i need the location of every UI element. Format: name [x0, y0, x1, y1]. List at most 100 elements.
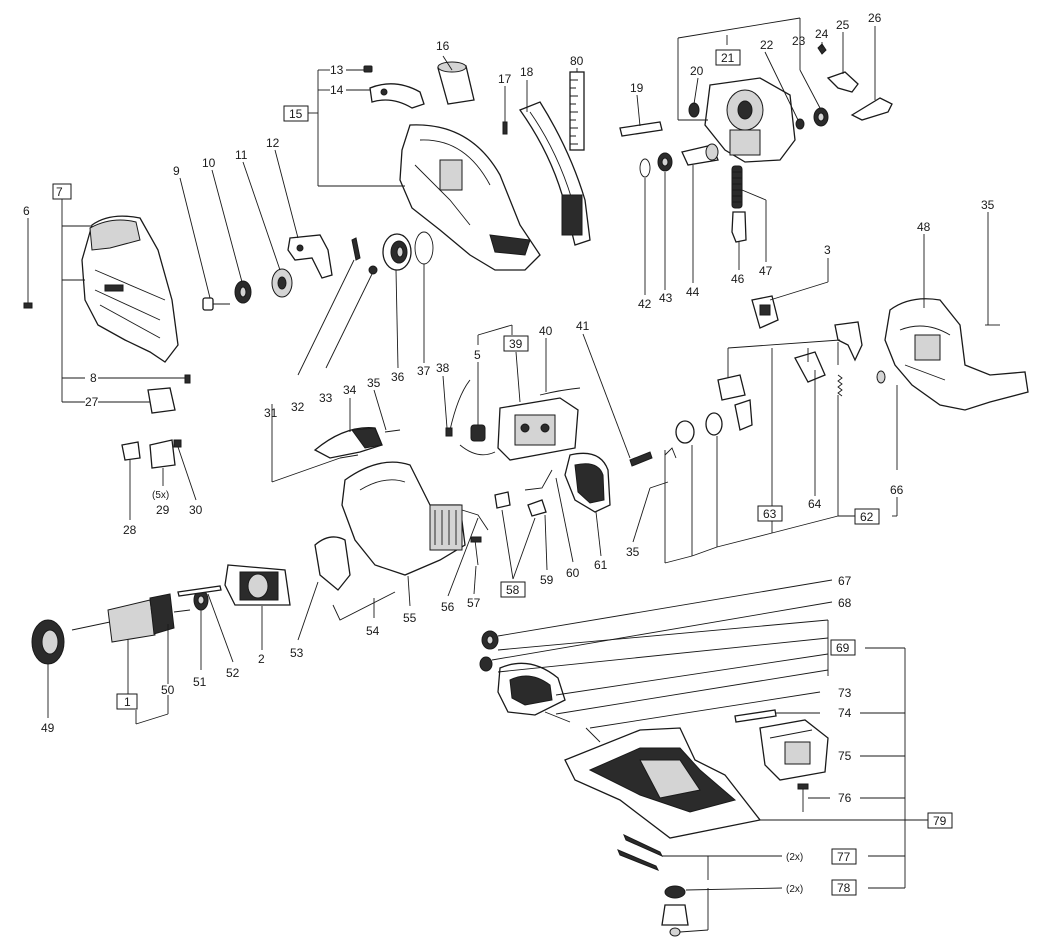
part-26-lever [850, 97, 893, 121]
part-20-ring [688, 102, 700, 118]
label-73: 73 [838, 686, 852, 700]
part-76-screw [797, 783, 809, 812]
part-61-motor-cover [564, 452, 611, 513]
part-30-nut [173, 439, 182, 448]
boxed-assembly-labels [52, 49, 953, 896]
part-15-blade-guard [399, 124, 541, 271]
label-63: 63 [763, 507, 777, 521]
part-9-bolt [202, 297, 230, 311]
label-8: 8 [90, 371, 97, 385]
part-number-labels: 7 6 8 27 28 (5x) 29 30 9 10 11 12 13 14 … [23, 11, 995, 895]
label-21: 21 [721, 51, 735, 65]
part-58-brush-clips [494, 491, 547, 517]
part-28-clip [121, 441, 141, 461]
part-78-knob [661, 885, 689, 937]
label-68: 68 [838, 596, 852, 610]
label-57: 57 [467, 596, 481, 610]
part-10-washer [234, 280, 252, 304]
label-35-top: 35 [981, 198, 995, 212]
part-33-screw [368, 265, 378, 275]
part-1-armature [71, 593, 191, 643]
part-29-clips [149, 439, 176, 469]
part-3-switch [751, 295, 779, 329]
label-56: 56 [441, 600, 455, 614]
label-50: 50 [161, 683, 175, 697]
part-62-knob [675, 412, 723, 444]
part-47-spring [731, 165, 743, 209]
part-17-screw [502, 121, 508, 135]
part-5-component [470, 424, 486, 442]
label-26: 26 [868, 11, 882, 25]
part-8-pin [184, 374, 191, 384]
label-42: 42 [638, 297, 652, 311]
part-54-hex-key [332, 591, 396, 621]
part-56-clip [461, 509, 489, 531]
part-49-fan-wheel [31, 619, 65, 665]
part-74-guide-strip [734, 709, 777, 723]
label-78-qty: (2x) [786, 884, 803, 895]
part-43-bearing [657, 152, 673, 172]
label-5: 5 [474, 348, 481, 362]
part-69-depth-stop-assembly [497, 662, 566, 716]
label-29: 29 [156, 503, 170, 517]
part-23-bearing [813, 107, 829, 127]
label-22: 22 [760, 38, 774, 52]
label-74: 74 [838, 706, 852, 720]
label-28: 28 [123, 523, 137, 537]
label-80: 80 [570, 54, 584, 68]
label-77-qty: (2x) [786, 852, 803, 863]
part-12-bracket [287, 234, 333, 279]
label-31: 31 [264, 406, 278, 420]
part-63-trigger-set [717, 321, 863, 431]
part-66-ring [876, 370, 886, 384]
part-80-scale-strip [569, 71, 585, 151]
label-51: 51 [193, 675, 207, 689]
part-53-fan-baffle [314, 536, 351, 591]
part-2-stator [224, 564, 291, 606]
part-57-screw [470, 536, 482, 566]
label-67: 67 [838, 574, 852, 588]
label-30: 30 [189, 503, 203, 517]
label-2: 2 [258, 652, 265, 666]
label-78: 78 [837, 881, 851, 895]
part-21-gear-housing [704, 77, 796, 163]
part-37-o-ring [414, 231, 434, 265]
part-44-spindle [681, 143, 719, 166]
label-6: 6 [23, 204, 30, 218]
label-3: 3 [824, 243, 831, 257]
part-52-rod [177, 585, 222, 597]
label-13: 13 [330, 63, 344, 77]
label-46: 46 [731, 272, 745, 286]
label-59: 59 [540, 573, 554, 587]
label-43: 43 [659, 291, 673, 305]
label-11: 11 [235, 148, 248, 162]
leader-lines [27, 17, 989, 933]
part-68-washer [479, 656, 493, 672]
part-22-ring [795, 118, 805, 130]
label-14: 14 [330, 83, 344, 97]
part-32-clip [351, 237, 361, 261]
label-60: 60 [566, 566, 580, 580]
label-37: 37 [417, 364, 431, 378]
label-18: 18 [520, 65, 534, 79]
label-1: 1 [124, 695, 131, 709]
label-69: 69 [836, 641, 850, 655]
part-59-holder [524, 469, 553, 491]
label-12: 12 [266, 136, 280, 150]
part-73-screws [544, 711, 601, 743]
part-67-flange [481, 630, 499, 650]
label-36: 36 [391, 370, 405, 384]
label-66: 66 [890, 483, 904, 497]
label-39: 39 [509, 337, 523, 351]
part-46-spindle-lock [731, 211, 747, 243]
part-31-screw [339, 454, 359, 459]
label-35-center: 35 [626, 545, 640, 559]
part-7-handle-housing [81, 215, 179, 363]
label-20: 20 [690, 64, 704, 78]
label-64: 64 [808, 497, 822, 511]
label-76: 76 [838, 791, 852, 805]
part-34-cover [313, 427, 383, 459]
label-62: 62 [860, 510, 874, 524]
part-79-base-plate [564, 727, 762, 839]
label-34: 34 [343, 383, 357, 397]
